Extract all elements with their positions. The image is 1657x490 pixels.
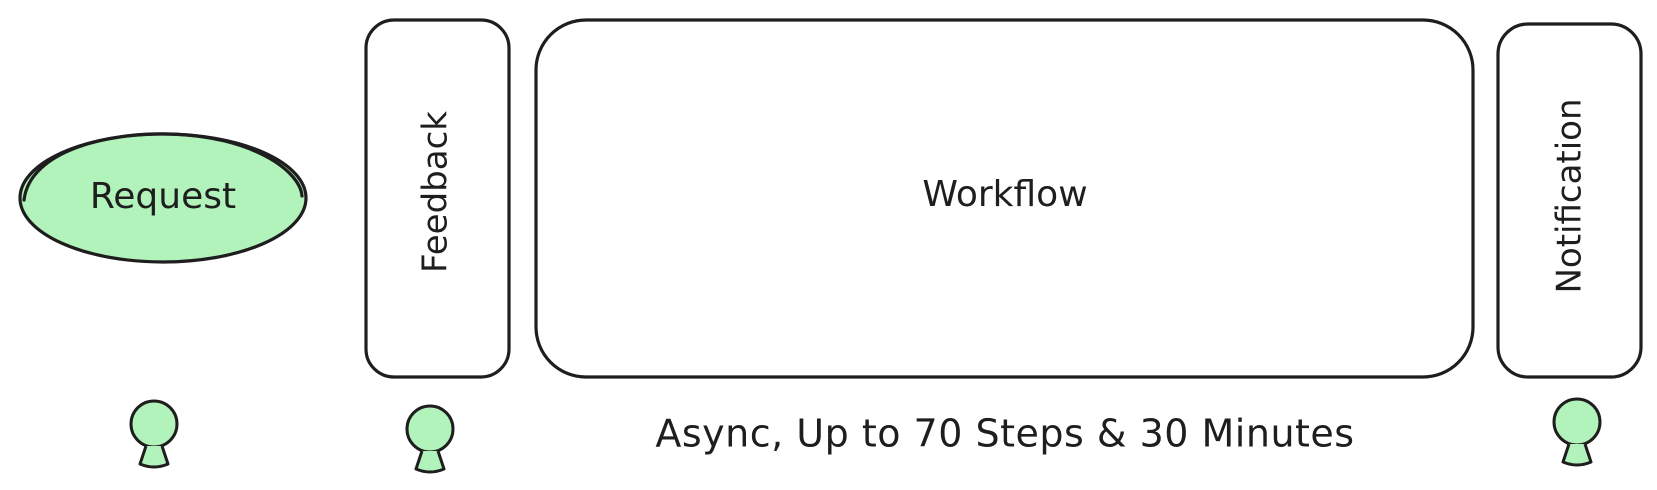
feedback-node: Feedback (364, 18, 511, 379)
notification-box (1496, 22, 1643, 379)
person-icon (405, 404, 455, 474)
feedback-box (364, 18, 511, 379)
notification-node: Notification (1496, 22, 1643, 379)
feedback-label: Feedback (416, 111, 456, 273)
person-icon (1552, 397, 1602, 467)
notification-label: Notification (1550, 98, 1590, 293)
workflow-label: Workflow (922, 174, 1087, 215)
workflow-node: Workflow (534, 18, 1475, 379)
workflow-box (534, 18, 1475, 379)
request-label: Request (90, 176, 236, 217)
person-icon (129, 399, 179, 469)
request-sketch-stroke (22, 132, 304, 202)
request-node: Request (18, 132, 308, 264)
workflow-caption: Async, Up to 70 Steps & 30 Minutes (655, 412, 1354, 456)
